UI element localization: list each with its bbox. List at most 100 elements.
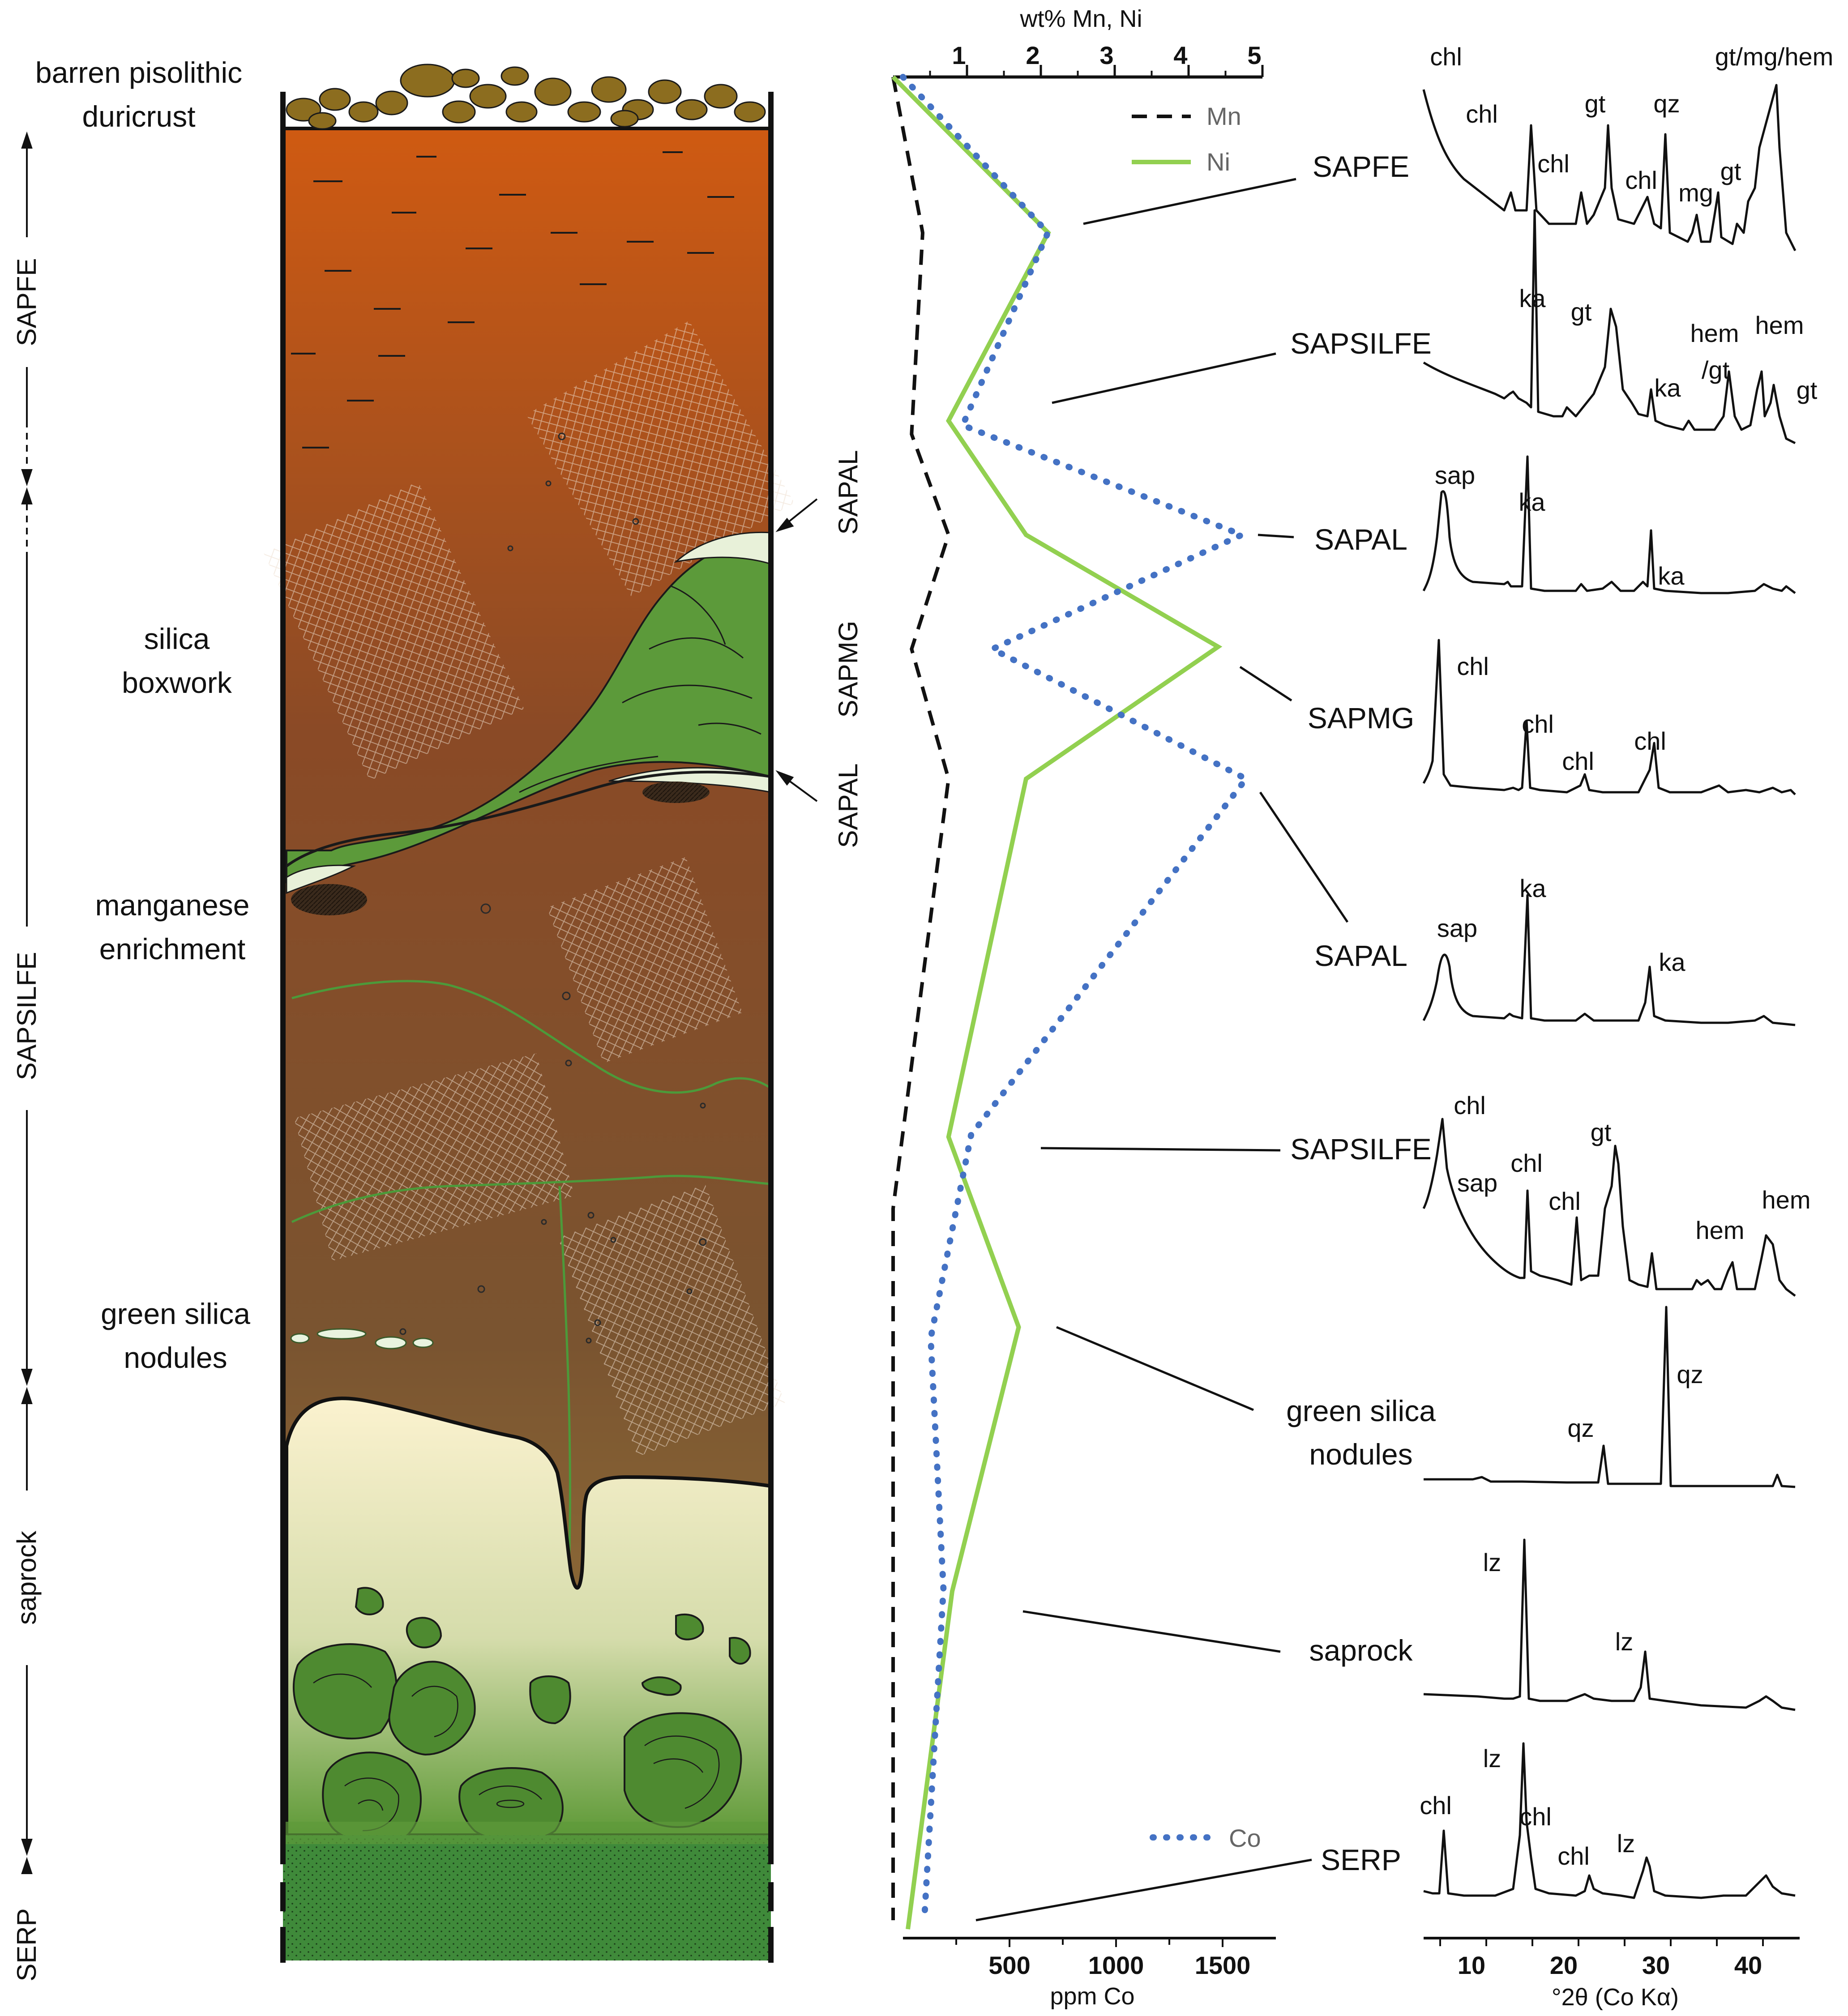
peak-label: gt <box>1797 376 1818 404</box>
xrd-peak-labels: chl chl chl gt chl mg qz gt gt/mg/hem ka… <box>1420 43 1833 1870</box>
xrd-tick-label: 20 <box>1550 1951 1578 1979</box>
zone-labels: SAPFE SAPSILFE saprock SERP <box>12 258 42 1982</box>
peak-label: hem <box>1755 311 1804 339</box>
top-tick-label: 1 <box>952 41 966 69</box>
serpentinite-boulders <box>293 1587 751 1844</box>
sapal-upper-rim <box>674 531 772 565</box>
xrd-trace <box>1423 209 1796 444</box>
peak-label: mg <box>1678 179 1713 207</box>
peak-label: chl <box>1562 747 1594 775</box>
peak-label: /gt <box>1702 356 1730 384</box>
legend-label-mn: Mn <box>1206 102 1241 130</box>
peak-label: chl <box>1557 1842 1590 1870</box>
sample-label-sapsilfe-2: SAPSILFE <box>1290 1132 1431 1166</box>
geochem-chart: wt% Mn, Ni 1 2 3 4 5 500 1000 1500 ppm Co Mn N… <box>891 5 1436 2010</box>
vein-internal-lines <box>519 585 761 793</box>
peak-label: qz <box>1567 1414 1594 1442</box>
peak-label: sap <box>1435 461 1475 489</box>
peak-label: gt <box>1571 298 1592 326</box>
xrd-trace <box>1423 1538 1796 1711</box>
peak-label: chl <box>1549 1187 1581 1215</box>
sample-label-sapal: SAPAL <box>1314 523 1407 556</box>
sapal-left-rim <box>286 864 356 894</box>
column-borders <box>280 92 774 1963</box>
bottom-tick-label: 500 <box>988 1951 1030 1979</box>
xrd-trace <box>1422 455 1796 594</box>
sample-label-sapal-2: SAPAL <box>1314 939 1407 972</box>
series-lines <box>891 74 1251 1930</box>
zone-label-sapfe: SAPFE <box>12 258 42 346</box>
peak-label: sap <box>1437 914 1477 942</box>
top-axis-title: wt% Mn, Ni <box>1019 5 1142 32</box>
bottom-tick-label: 1500 <box>1195 1951 1251 1979</box>
bottom-tick-label: 1000 <box>1088 1951 1144 1979</box>
peak-label: hem <box>1690 319 1739 347</box>
xrd-panel: chl chl chl gt chl mg qz gt gt/mg/hem ka… <box>1420 43 1833 2011</box>
boulder-rings <box>313 1674 720 1832</box>
xrd-trace <box>1424 1306 1796 1488</box>
manganese-patch <box>642 782 710 803</box>
legend: Mn Ni Co <box>1132 102 1261 1852</box>
peak-label: hem <box>1762 1186 1811 1214</box>
duricrust-label-line2: duricrust <box>82 100 195 133</box>
sample-leaders <box>975 178 1349 1922</box>
peak-label: ka <box>1519 284 1546 312</box>
peak-label: ka <box>1654 374 1681 402</box>
peak-label: hem <box>1696 1216 1745 1244</box>
sample-label-sapmg: SAPMG <box>1308 701 1414 735</box>
sample-labels: SAPFE SAPSILFE SAPAL SAPMG SAPAL SAPSILF… <box>1286 150 1436 1876</box>
peak-label: qz <box>1653 90 1680 118</box>
xrd-minor-ticks <box>1439 1938 1764 1946</box>
zone-label-sapsilfe: SAPSILFE <box>12 952 42 1081</box>
xrd-axis-title: °2θ (Co Kα) <box>1552 1984 1679 2011</box>
manganese-patch <box>291 884 367 915</box>
bottom-axis-ticks: 500 1000 1500 <box>955 1938 1251 1979</box>
duricrust-pisoliths <box>286 64 766 130</box>
zone-label-serp: SERP <box>12 1908 42 1981</box>
peak-label: gt/mg/hem <box>1715 43 1834 71</box>
top-tick-label: 4 <box>1173 41 1187 69</box>
xrd-tick-labels: 10 20 30 40 <box>1458 1951 1762 1979</box>
top-tick-label: 2 <box>1026 41 1040 69</box>
silica-boxwork-label-line1: silica <box>144 622 210 655</box>
peak-label: ka <box>1519 488 1545 516</box>
top-axis-ticks: 1 2 3 4 5 <box>929 41 1264 77</box>
sample-label-nodules-line1: green silica <box>1286 1394 1436 1427</box>
xrd-tick-label: 10 <box>1458 1951 1485 1979</box>
zone-axis <box>21 131 33 1874</box>
silica-boxwork-label-line2: boxwork <box>122 666 232 699</box>
series-line-mn <box>891 77 951 1920</box>
peak-label: gt <box>1720 157 1741 185</box>
xrd-tick-label: 40 <box>1734 1951 1762 1979</box>
sample-label-saprock: saprock <box>1309 1634 1413 1667</box>
peak-label: chl <box>1634 727 1666 755</box>
zone-label-saprock: saprock <box>12 1530 42 1625</box>
peak-label: chl <box>1537 149 1570 178</box>
vein-label-sapal-upper: SAPAL <box>833 450 863 535</box>
xrd-trace <box>1422 84 1797 252</box>
sapfe-texture-marks <box>291 151 734 448</box>
duricrust-label-line1: barren pisolithic <box>35 56 242 89</box>
top-tick-label: 3 <box>1099 41 1113 69</box>
peak-label: chl <box>1510 1149 1543 1177</box>
vein-label-sapmg: SAPMG <box>833 621 863 718</box>
profile-column <box>264 64 795 1963</box>
sample-label-nodules-line2: nodules <box>1309 1438 1412 1471</box>
peak-label: ka <box>1658 562 1685 590</box>
peak-label: qz <box>1677 1360 1703 1388</box>
peak-label: ka <box>1659 948 1685 976</box>
green-nodules-label-line2: nodules <box>124 1341 227 1374</box>
bottom-axis-title: ppm Co <box>1050 1983 1134 2010</box>
sample-label-sapsilfe: SAPSILFE <box>1290 327 1431 360</box>
green-vein-body <box>286 531 772 884</box>
manganese-label-line1: manganese <box>95 888 250 922</box>
top-tick-label: 5 <box>1247 41 1261 69</box>
green-veinlets <box>291 980 771 1576</box>
sample-label-serp: SERP <box>1321 1843 1401 1876</box>
vein-callouts: SAPAL SAPMG SAPAL <box>775 450 863 848</box>
vein-label-sapal-lower: SAPAL <box>833 764 863 848</box>
legend-label-co: Co <box>1229 1824 1261 1852</box>
manganese-label-line2: enrichment <box>99 932 246 965</box>
xrd-traces <box>1422 84 1797 1899</box>
